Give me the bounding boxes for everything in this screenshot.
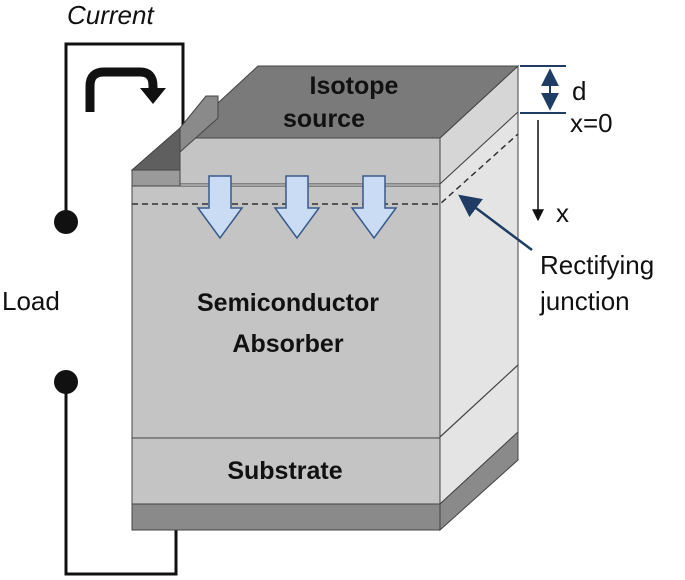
flux-arrow-1 bbox=[196, 175, 244, 240]
circuit-wire-bottom bbox=[64, 382, 178, 576]
device bbox=[130, 64, 520, 532]
semiconductor-label-line1: Semiconductor bbox=[197, 289, 379, 317]
ledge-top bbox=[130, 126, 181, 171]
load-label: Load bbox=[2, 286, 60, 316]
junction-label-line1: Rectifying bbox=[540, 250, 654, 280]
circuit bbox=[54, 42, 185, 576]
origin-label: x=0 bbox=[570, 108, 613, 138]
junction-label-line2: junction bbox=[539, 286, 630, 316]
junction-line bbox=[132, 133, 519, 205]
current-arrow-icon bbox=[85, 67, 158, 112]
current-arrow-head bbox=[140, 88, 166, 104]
substrate-band-front bbox=[131, 503, 441, 531]
circuit-wire-top bbox=[64, 42, 185, 222]
semiconductor-label-line2: Absorber bbox=[232, 330, 343, 358]
absorber-front bbox=[131, 185, 441, 439]
junction-pointer-arrow bbox=[458, 194, 533, 251]
flux-arrow-3 bbox=[350, 175, 398, 240]
current-label: Current bbox=[67, 0, 155, 30]
isotope-label-line1: Isotope bbox=[310, 72, 399, 100]
flux-arrows bbox=[196, 175, 398, 240]
ledge-front bbox=[131, 169, 181, 187]
substrate-label: Substrate bbox=[227, 457, 342, 485]
substrate-front bbox=[131, 437, 441, 505]
flux-arrow-2 bbox=[273, 175, 321, 240]
load-terminal-bottom bbox=[54, 370, 78, 394]
load-terminal-top bbox=[54, 210, 78, 234]
depth-axis-label: x bbox=[556, 198, 569, 228]
isotope-label-line2: source bbox=[283, 105, 365, 133]
side-layer-line-1 bbox=[439, 364, 519, 438]
thickness-label: d bbox=[572, 76, 586, 106]
dimensions bbox=[458, 65, 566, 251]
